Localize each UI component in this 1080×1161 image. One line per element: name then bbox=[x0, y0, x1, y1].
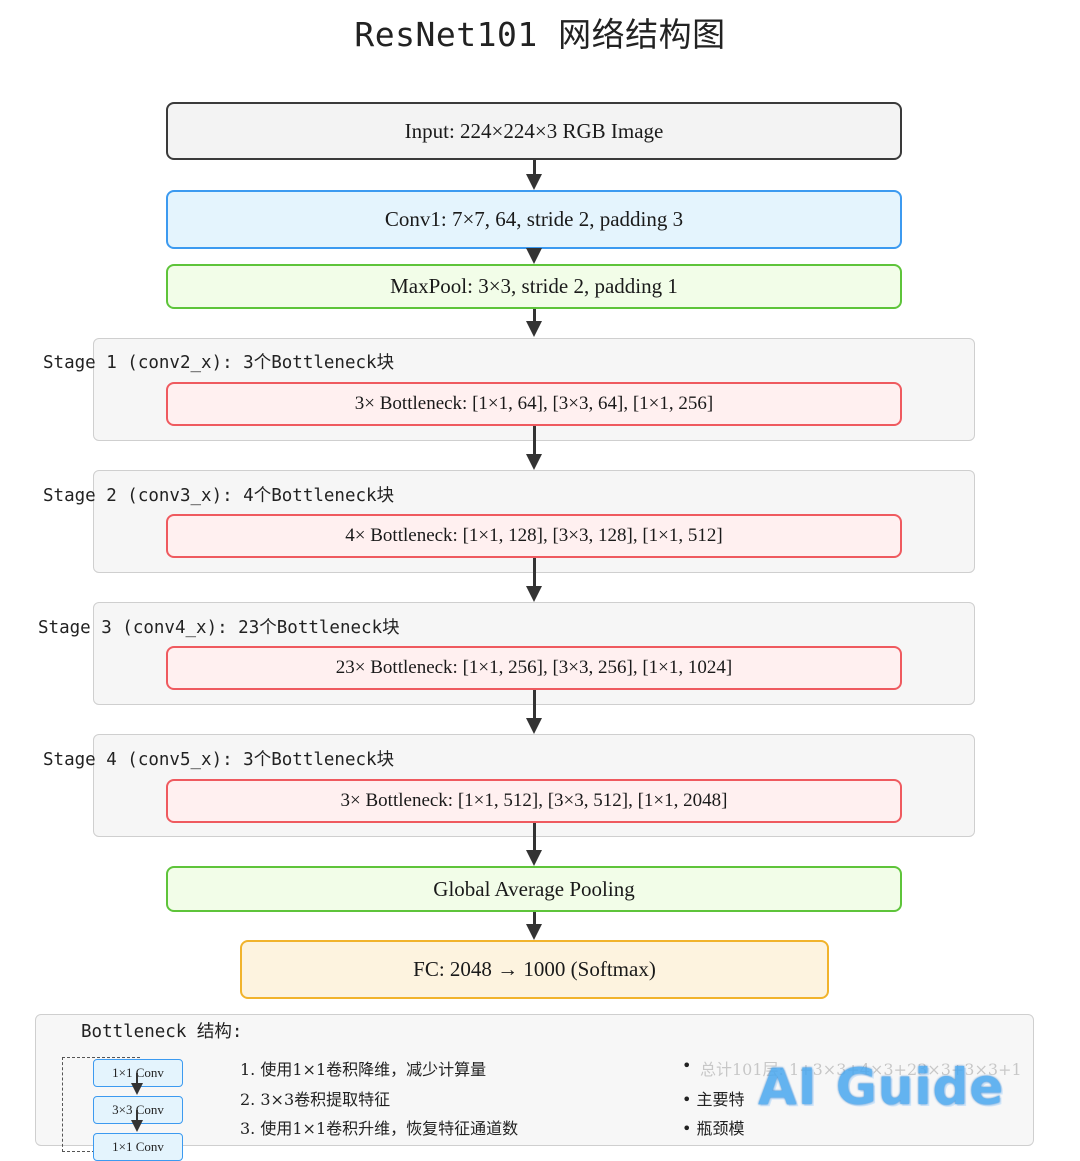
stage-1-label: Stage 1 (conv2_x): 3个Bottleneck块 bbox=[43, 353, 395, 373]
arrowhead-maxpool-stage1 bbox=[526, 321, 542, 337]
watermark-logo: AI Guide bbox=[758, 1058, 1005, 1116]
arrowhead-stage4-gap bbox=[526, 850, 542, 866]
maxpool-box: MaxPool: 3×3, stride 2, padding 1 bbox=[166, 264, 902, 309]
stage-2-bottleneck: 4× Bottleneck: [1×1, 128], [3×3, 128], [… bbox=[166, 514, 902, 558]
mini-block-1x1-reduce: 1×1 Conv bbox=[93, 1059, 183, 1087]
legend-bullet-3: • 瓶颈模 bbox=[682, 1119, 745, 1138]
global-average-pooling-box: Global Average Pooling bbox=[166, 866, 902, 912]
arrow-gap-fc bbox=[533, 912, 536, 926]
stage-3-label: Stage 3 (conv4_x): 23个Bottleneck块 bbox=[38, 618, 400, 638]
stage-1-bottleneck: 3× Bottleneck: [1×1, 64], [3×3, 64], [1×… bbox=[166, 382, 902, 426]
arrowhead-gap-fc bbox=[526, 924, 542, 940]
legend-step-3: 3. 使用1×1卷积升维，恢复特征通道数 bbox=[240, 1119, 519, 1138]
input-box: Input: 224×224×3 RGB Image bbox=[166, 102, 902, 160]
arrow-stage2-stage3 bbox=[533, 558, 536, 588]
arrow-stage4-gap bbox=[533, 823, 536, 851]
arrow-stage1-stage2 bbox=[533, 426, 536, 456]
legend-step-2: 2. 3×3卷积提取特征 bbox=[240, 1090, 391, 1109]
mini-arrowhead-1 bbox=[131, 1083, 143, 1095]
legend-title: Bottleneck 结构: bbox=[81, 1022, 243, 1042]
mini-block-1x1-expand: 1×1 Conv bbox=[93, 1133, 183, 1161]
mini-arrow-2 bbox=[136, 1110, 138, 1122]
arrowhead-conv1-maxpool bbox=[526, 248, 542, 264]
arrowhead-stage3-stage4 bbox=[526, 718, 542, 734]
arrowhead-input-conv1 bbox=[526, 174, 542, 190]
legend-bullet-1: • bbox=[682, 1056, 692, 1075]
arrow-maxpool-stage1 bbox=[533, 309, 536, 323]
mini-arrow-1 bbox=[136, 1073, 138, 1085]
mini-arrowhead-2 bbox=[131, 1120, 143, 1132]
arrow-stage3-stage4 bbox=[533, 690, 536, 720]
legend-bullet-2: • 主要特 bbox=[682, 1090, 745, 1109]
mini-block-3x3: 3×3 Conv bbox=[93, 1096, 183, 1124]
stage-2-label: Stage 2 (conv3_x): 4个Bottleneck块 bbox=[43, 486, 395, 506]
legend-bullet-1-text: 总计101层: 1+3×3+4×3+23×3+3×3+1 bbox=[700, 1060, 1022, 1079]
conv1-box: Conv1: 7×7, 64, stride 2, padding 3 bbox=[166, 190, 902, 249]
fc-box: FC: 2048 → 1000 (Softmax) bbox=[240, 940, 829, 999]
stage-4-label: Stage 4 (conv5_x): 3个Bottleneck块 bbox=[43, 750, 395, 770]
arrowhead-stage1-stage2 bbox=[526, 454, 542, 470]
legend-step-1: 1. 使用1×1卷积降维，减少计算量 bbox=[240, 1060, 487, 1079]
diagram-title: ResNet101 网络结构图 bbox=[354, 15, 726, 54]
stage-3-bottleneck: 23× Bottleneck: [1×1, 256], [3×3, 256], … bbox=[166, 646, 902, 690]
arrow-input-conv1 bbox=[533, 160, 536, 176]
arrowhead-stage2-stage3 bbox=[526, 586, 542, 602]
stage-4-bottleneck: 3× Bottleneck: [1×1, 512], [3×3, 512], [… bbox=[166, 779, 902, 823]
bottleneck-legend bbox=[35, 1014, 1034, 1146]
